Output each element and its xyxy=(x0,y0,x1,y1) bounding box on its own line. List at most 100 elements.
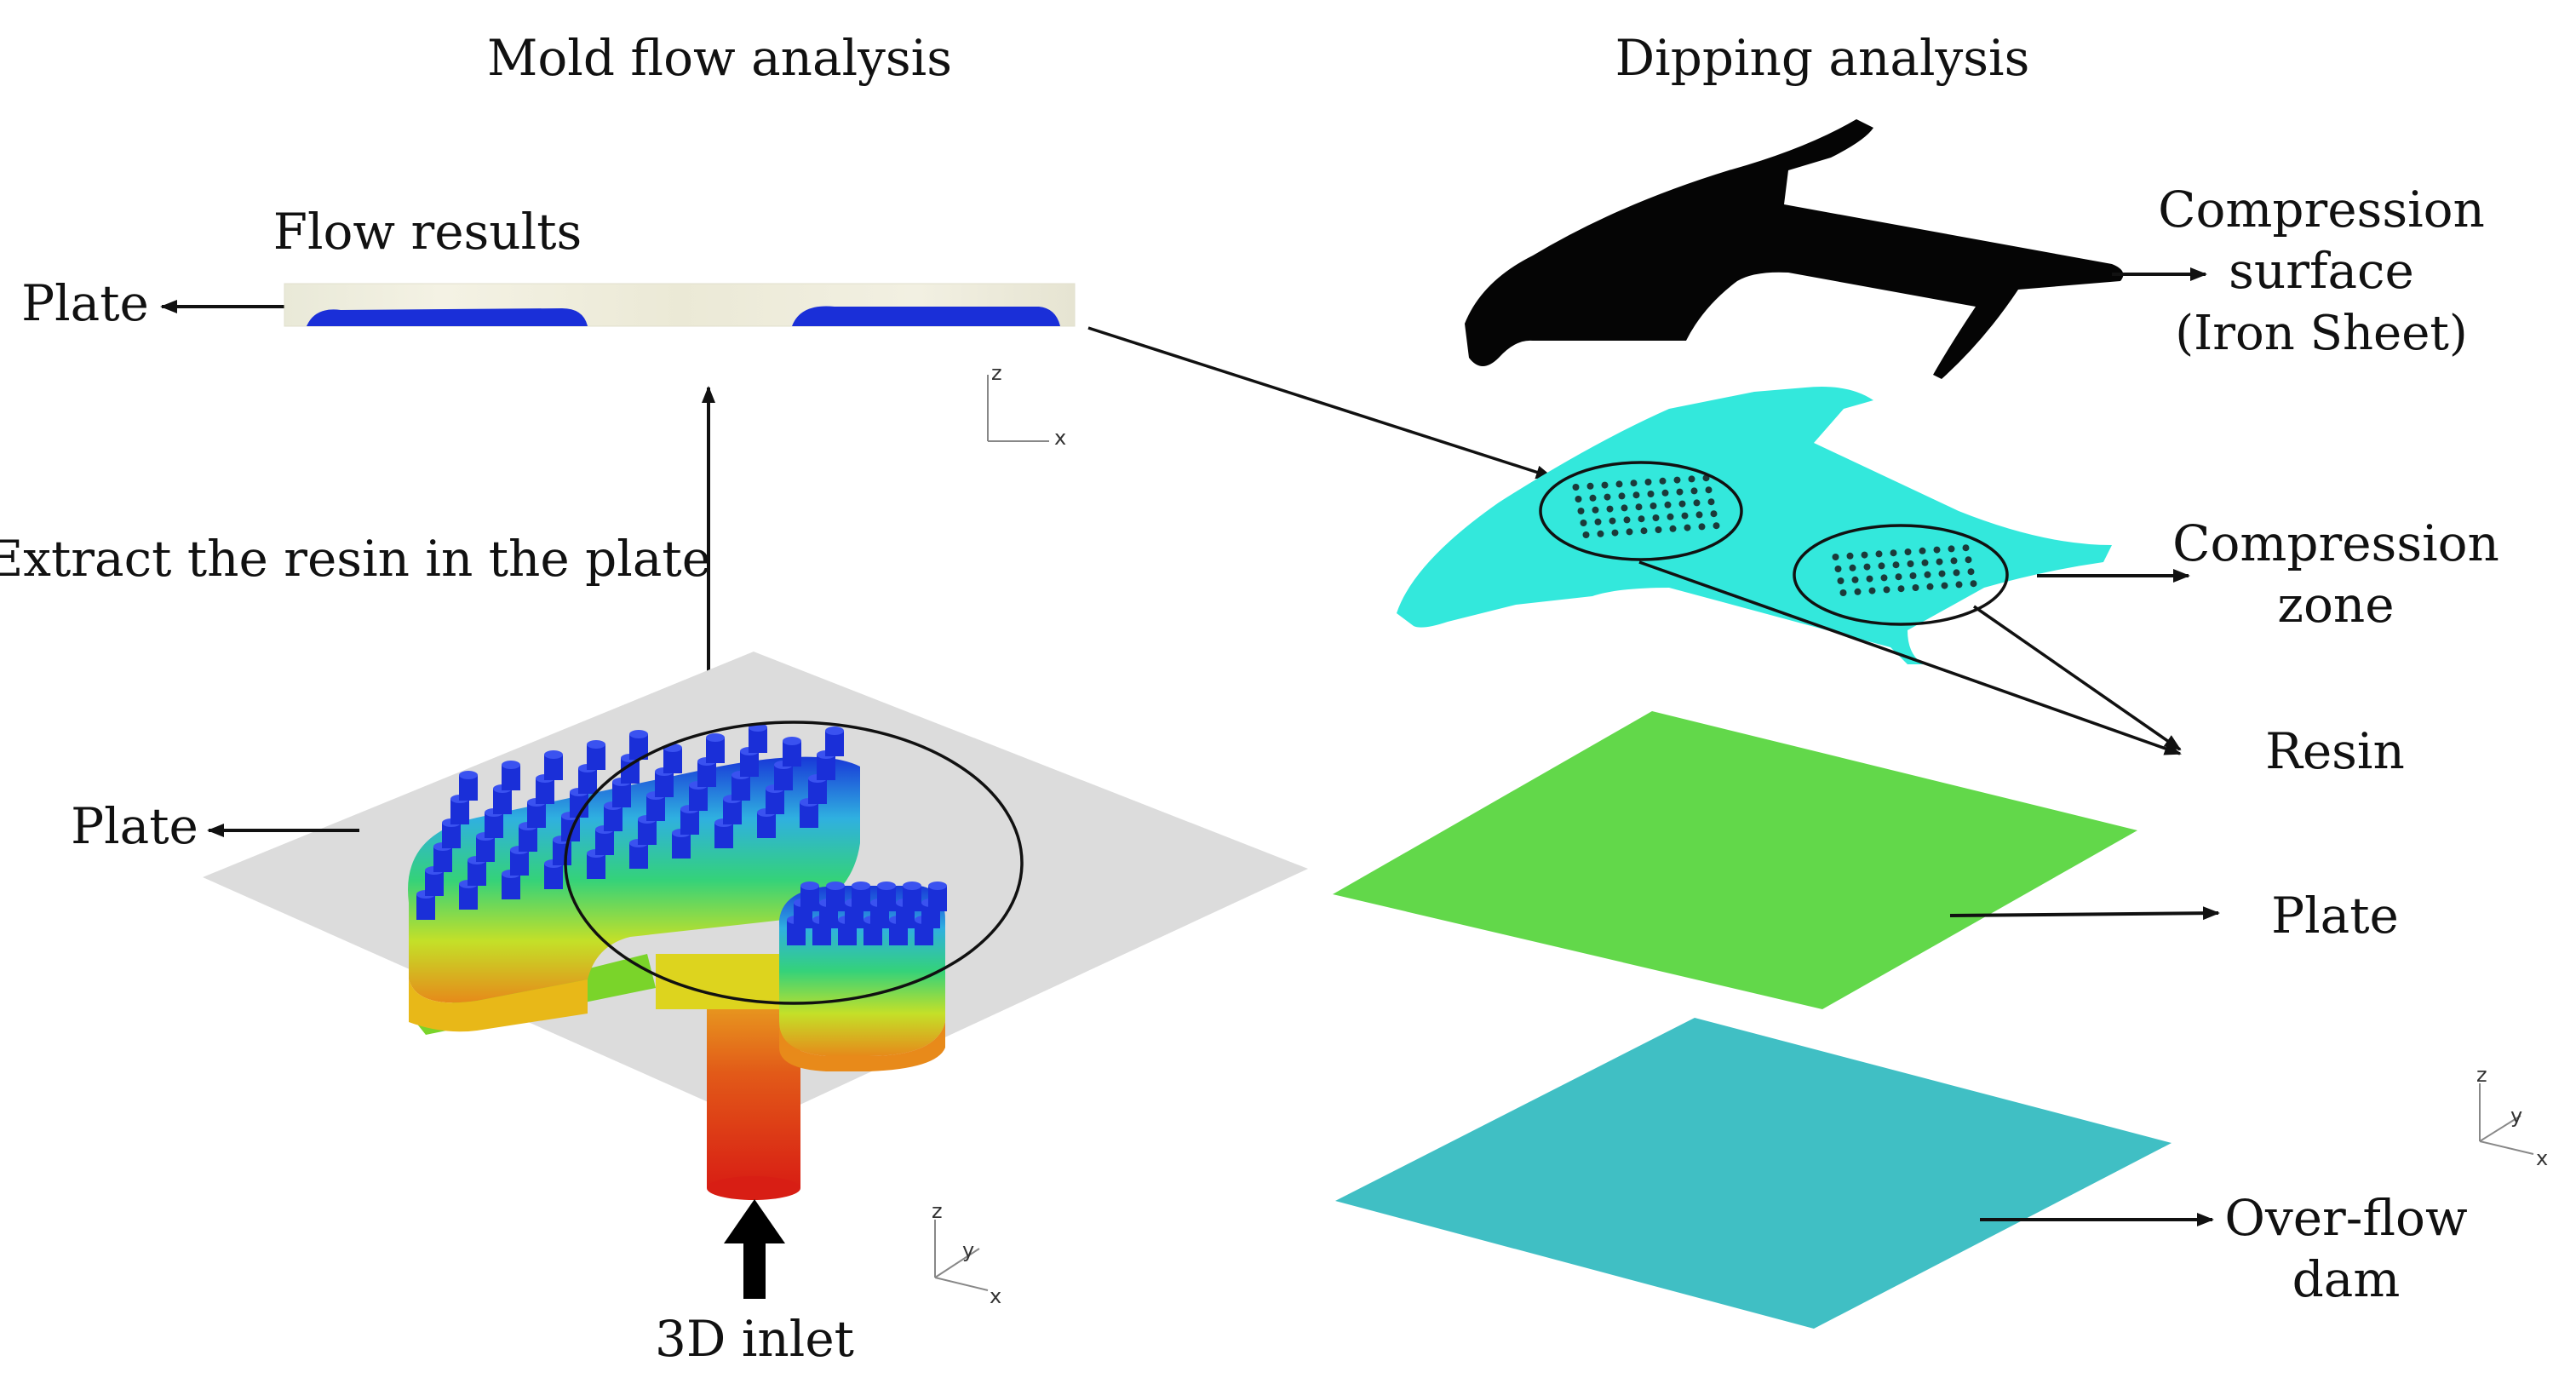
resin-pin-top xyxy=(800,882,819,890)
resin-hole xyxy=(1577,508,1585,514)
resin-hole xyxy=(1846,552,1854,560)
resin-hole xyxy=(1936,558,1943,566)
resin-pin xyxy=(928,886,947,911)
resin-hole xyxy=(1609,517,1616,525)
resin-pin-top xyxy=(502,761,520,769)
resin-pin xyxy=(723,799,742,824)
resin-holes-zone-a xyxy=(1572,474,1720,538)
axis-y-label: y xyxy=(2510,1104,2522,1128)
resin-hole xyxy=(1880,574,1888,582)
inlet-arrow xyxy=(724,1199,785,1299)
resin-hole xyxy=(1667,513,1674,520)
resin-pin xyxy=(604,806,622,831)
resin-hole xyxy=(1684,524,1691,531)
resin-pin xyxy=(903,886,921,911)
axis-z-label: z xyxy=(932,1199,943,1223)
large-cavity xyxy=(408,756,860,1003)
resin-hole xyxy=(1863,563,1871,571)
resin-hole xyxy=(1659,477,1667,485)
resin-hole xyxy=(1623,516,1631,524)
resin-hole xyxy=(1589,494,1597,502)
resin-hole xyxy=(1933,546,1941,554)
resin-pin xyxy=(468,860,486,886)
resin-pin-top xyxy=(587,740,605,749)
resin-pin xyxy=(731,775,750,801)
green-plate xyxy=(1333,711,2137,1009)
resin-hole xyxy=(1953,569,1960,577)
plate-top-label: Plate xyxy=(21,274,149,332)
resin-hole xyxy=(1673,476,1681,484)
resin-pin xyxy=(825,731,844,756)
resin-hole xyxy=(1580,520,1587,526)
resin-pin-top xyxy=(877,882,896,890)
resin-hole xyxy=(1606,505,1614,513)
axis-z-label: z xyxy=(2476,1063,2487,1087)
resin-pin-top xyxy=(459,771,478,779)
compression-zone-line2: zone xyxy=(2277,576,2394,634)
resin-hole xyxy=(1655,526,1662,533)
resin-arrow-a xyxy=(1638,560,2182,755)
axis-y-label: y xyxy=(962,1238,974,1262)
resin-hole xyxy=(1626,528,1633,536)
resin-hole xyxy=(1967,568,1975,576)
resin-hole xyxy=(1575,496,1582,502)
resin-hole xyxy=(1681,512,1689,520)
iron-sheet xyxy=(1465,119,2124,379)
compression-zone-ellipse-b xyxy=(1793,524,2009,626)
resin-pin xyxy=(800,802,818,828)
resin-hole xyxy=(1849,564,1856,571)
resin-hole xyxy=(1962,544,1970,552)
resin-pin xyxy=(544,864,563,889)
resin-pin xyxy=(714,823,733,848)
resin-pin-top xyxy=(783,737,801,745)
resin-hole xyxy=(1883,586,1890,594)
resin-pin xyxy=(697,761,716,787)
resin-hole xyxy=(1854,588,1862,595)
resin-hole xyxy=(1652,514,1660,521)
resin-hole xyxy=(1926,583,1934,590)
resin-hole xyxy=(1676,488,1684,496)
flow-results-strip xyxy=(284,283,1076,327)
resin-hole xyxy=(1834,566,1842,572)
resin-pin xyxy=(680,809,699,835)
resin-pin xyxy=(510,850,529,876)
resin-hole xyxy=(1611,529,1619,537)
resin-hole xyxy=(1572,484,1580,491)
resin-pin-top xyxy=(825,726,844,735)
plate-right-label: Plate xyxy=(2271,887,2399,945)
resin-hole xyxy=(1638,515,1645,523)
resin-hole xyxy=(1632,491,1640,499)
resin-pin xyxy=(595,830,614,855)
resin-pin xyxy=(416,894,435,920)
resin-hole xyxy=(1832,554,1839,560)
compression-zone-ellipse-a xyxy=(1539,461,1743,561)
resin-hole xyxy=(1601,481,1609,489)
resin-hole xyxy=(1604,493,1611,501)
resin-pins-large xyxy=(416,723,844,920)
resin-pin xyxy=(740,751,759,777)
xyz-axis-indicator-right: z y x xyxy=(2476,1063,2548,1170)
resin-pin-top xyxy=(544,750,563,759)
resin-pin xyxy=(706,738,725,763)
resin-hole xyxy=(1897,585,1905,593)
extract-resin-label: Extract the resin in the plate xyxy=(0,530,711,588)
resin-pin xyxy=(425,870,444,896)
resin-hole xyxy=(1678,500,1686,508)
resin-hole xyxy=(1644,479,1652,485)
resin-hole xyxy=(1710,510,1718,518)
resin-pin xyxy=(570,792,588,818)
overflow-dam-line2: dam xyxy=(2292,1250,2401,1308)
resin-holes-zone-b xyxy=(1832,544,1977,596)
resin-pin xyxy=(774,765,793,790)
resin-pin xyxy=(638,819,657,845)
resin-hole xyxy=(1713,522,1720,530)
resin-hole xyxy=(1649,502,1657,509)
resin-hole xyxy=(1669,525,1677,532)
resin-pin xyxy=(621,758,640,784)
resin-hole xyxy=(1892,561,1900,569)
resin-pin xyxy=(450,799,469,824)
resin-hole xyxy=(1866,575,1873,583)
resin-pin xyxy=(536,778,554,804)
resin-pin-top xyxy=(852,882,870,890)
